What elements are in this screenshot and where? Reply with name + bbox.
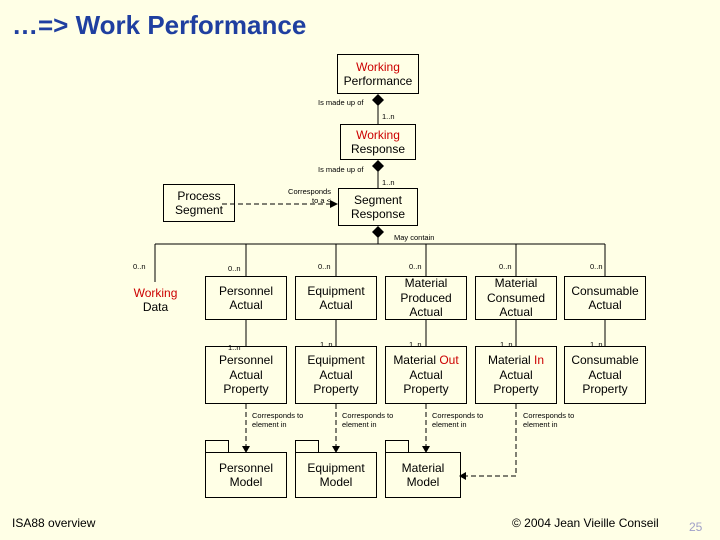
label-mult-consumable: 0..n	[590, 262, 603, 271]
arrow-pers-model	[242, 446, 250, 453]
label-mult-matin-prop: 1..n	[500, 340, 513, 349]
diamond-wp	[372, 94, 384, 106]
label-mult-personnel-prop: 1..n	[228, 343, 241, 352]
label-is-made-up-of-2: Is made up of	[318, 165, 364, 174]
label-mult-mat-produced: 0..n	[409, 262, 422, 271]
arrow-matin-model	[459, 472, 466, 480]
label-is-made-up-of-1: Is made up of	[318, 98, 364, 107]
material-model-tab	[385, 440, 409, 453]
diamond-wr	[372, 160, 384, 172]
connector-matin-model	[460, 404, 517, 477]
label-may-contain: May contain	[394, 233, 435, 242]
label-mult-equipment: 0..n	[318, 262, 331, 271]
label-mult-equipment-prop: 1..n	[320, 340, 333, 349]
footer-copyright: © 2004 Jean Vieille Conseil	[512, 516, 659, 530]
page-title: …=> Work Performance	[12, 10, 307, 40]
label-multiplicity-1: 1..n	[382, 112, 395, 121]
equipment-model-tab	[295, 440, 319, 453]
label-mult-matout-prop: 1..n	[409, 340, 422, 349]
diamond-sr	[372, 226, 384, 238]
label-mult-working-data: 0..n	[133, 262, 146, 271]
label-mult-mat-consumed: 0..n	[499, 262, 512, 271]
arrow-matout-model	[422, 446, 430, 453]
label-multiplicity-2: 1..n	[382, 178, 395, 187]
personnel-model-tab	[205, 440, 229, 453]
arrow-equip-model	[332, 446, 340, 453]
footer-left-text: ISA88 overview	[12, 516, 96, 530]
arrow-ps-sr	[330, 200, 338, 208]
label-mult-personnel: 0..n	[228, 264, 241, 273]
label-mult-consumable-prop: 1..n	[590, 340, 603, 349]
page-number: 25	[689, 520, 703, 534]
